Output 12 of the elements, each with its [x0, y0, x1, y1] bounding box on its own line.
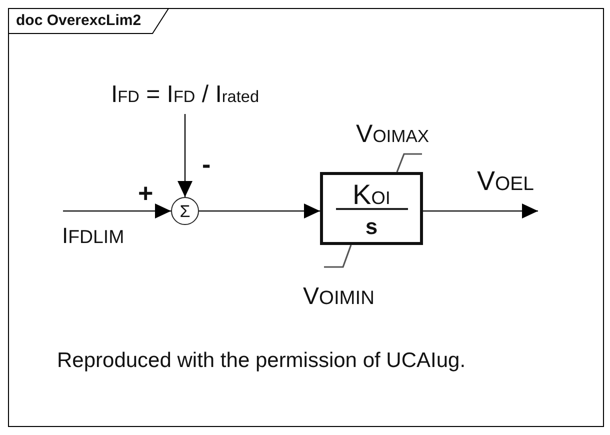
summing-junction: Σ	[171, 197, 199, 225]
sign-label: +	[138, 180, 154, 206]
diagram-frame	[8, 8, 604, 427]
frame-title: doc OverexcLim2	[16, 13, 142, 28]
sign-label: -	[202, 151, 211, 177]
arrow	[423, 204, 538, 218]
denominator-text: s	[365, 216, 378, 238]
integrator-block	[320, 172, 423, 245]
arrow	[178, 114, 192, 197]
arrow	[199, 204, 320, 218]
caption-text: Reproduced with the permission of UCAIug.	[57, 350, 466, 371]
arrow	[63, 204, 171, 218]
